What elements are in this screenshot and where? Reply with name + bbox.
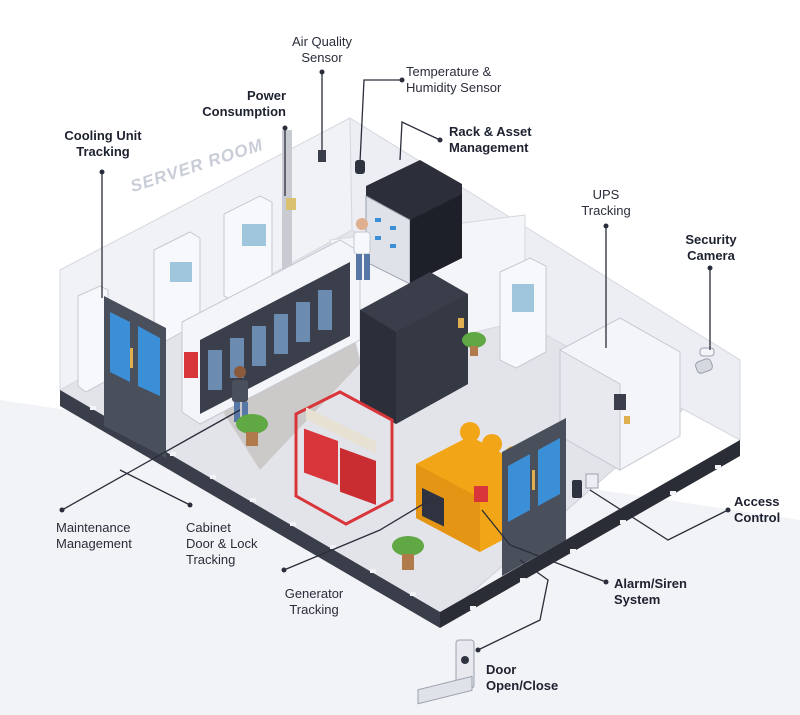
label-temperature-humidity: Temperature & Humidity Sensor — [406, 64, 501, 96]
label-line: Generator — [272, 586, 356, 602]
label-rack-asset: Rack & Asset Management — [449, 124, 532, 156]
label-generator: Generator Tracking — [272, 586, 356, 618]
label-line: Door & Lock — [186, 536, 258, 552]
label-line: UPS — [570, 187, 642, 203]
label-line: Cabinet — [186, 520, 258, 536]
label-ups-tracking: UPS Tracking — [570, 187, 642, 219]
label-line: Rack & Asset — [449, 124, 532, 140]
label-cabinet-door-lock: Cabinet Door & Lock Tracking — [186, 520, 258, 568]
label-line: Power — [186, 88, 286, 104]
label-line: Humidity Sensor — [406, 80, 501, 96]
label-line: Cooling Unit — [48, 128, 158, 144]
label-line: System — [614, 592, 687, 608]
label-line: Door — [486, 662, 558, 678]
access-control-panel — [572, 480, 582, 498]
label-line: Tracking — [570, 203, 642, 219]
label-line: Open/Close — [486, 678, 558, 694]
cooling-unit-left — [78, 286, 108, 392]
label-line: Consumption — [186, 104, 286, 120]
label-line: Alarm/Siren — [614, 576, 687, 592]
air-quality-sensor — [318, 150, 326, 162]
label-air-quality-sensor: Air Quality Sensor — [276, 34, 368, 66]
label-line: Camera — [674, 248, 748, 264]
label-line: Management — [449, 140, 532, 156]
label-line: Control — [734, 510, 780, 526]
label-line: Management — [56, 536, 132, 552]
label-maintenance: Maintenance Management — [56, 520, 132, 552]
label-line: Air Quality — [276, 34, 368, 50]
label-door-open-close: Door Open/Close — [486, 662, 558, 694]
label-line: Tracking — [186, 552, 258, 568]
label-line: Security — [674, 232, 748, 248]
label-line: Sensor — [276, 50, 368, 66]
label-cooling-unit: Cooling Unit Tracking — [48, 128, 158, 160]
temperature-sensor — [355, 160, 365, 174]
label-line: Access — [734, 494, 780, 510]
cooling-unit-right — [500, 258, 546, 368]
power-meter — [286, 198, 296, 210]
label-power-consumption: Power Consumption — [186, 88, 286, 120]
label-line: Tracking — [272, 602, 356, 618]
access-sticker — [586, 474, 598, 488]
label-alarm-siren: Alarm/Siren System — [614, 576, 687, 608]
label-security-camera: Security Camera — [674, 232, 748, 264]
label-line: Tracking — [48, 144, 158, 160]
label-access-control: Access Control — [734, 494, 780, 526]
label-line: Temperature & — [406, 64, 501, 80]
label-line: Maintenance — [56, 520, 132, 536]
